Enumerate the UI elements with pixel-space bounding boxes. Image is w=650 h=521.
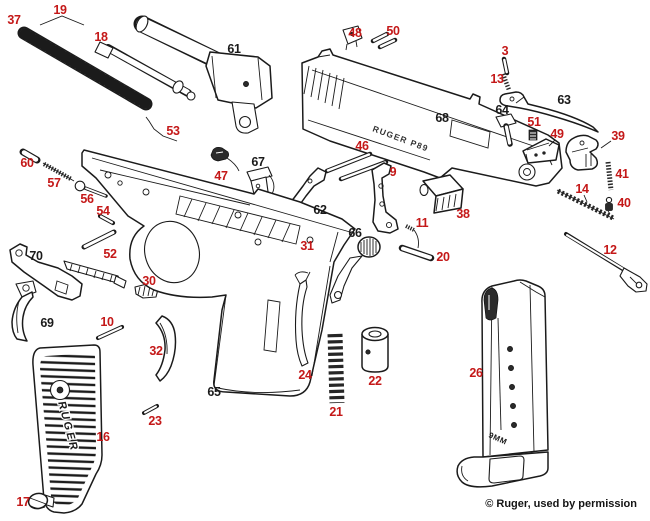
part-61-barrel [133,15,273,134]
part-69-trigger [11,280,37,342]
part-54 [97,213,116,226]
part-49-rear-sight [522,138,560,164]
part-9 [371,162,399,234]
part-11 [405,224,419,249]
part-39-safety [565,134,612,171]
part-53 [145,116,178,142]
part-52 [63,229,127,289]
part-57 [42,162,75,182]
part-17-grip-screw [27,492,55,510]
part-13 [500,73,512,91]
part-23 [142,404,159,415]
part-16-grip-panel: RUGER [32,344,103,514]
part-51 [528,129,538,141]
part-22 [361,326,389,373]
part-66 [329,236,381,304]
part-64 [495,113,517,147]
part-65-frame [81,149,356,397]
part-48 [342,25,363,51]
part-24 [294,271,311,367]
part-20 [398,244,435,262]
part-60 [19,148,41,164]
part-21-spring [327,333,345,404]
part-3 [501,56,510,76]
part-32 [155,315,177,382]
part-14 [556,188,615,221]
part-46 [324,151,389,182]
part-10 [95,324,125,341]
part-41 [605,161,614,191]
part-40 [605,196,613,215]
copyright-text: © Ruger, used by permission [485,498,637,510]
part-38 [419,174,464,214]
part-37-recoil-spring [17,26,153,111]
part-56 [74,180,108,198]
part-19 [39,15,85,26]
part-63 [499,91,599,133]
part-12 [564,232,648,293]
part-47 [210,146,240,172]
part-70-slide-stop [9,243,83,301]
part-18-guide-rod [94,41,196,101]
part-26-magazine: 9MM [456,279,549,488]
part-50 [370,31,398,50]
